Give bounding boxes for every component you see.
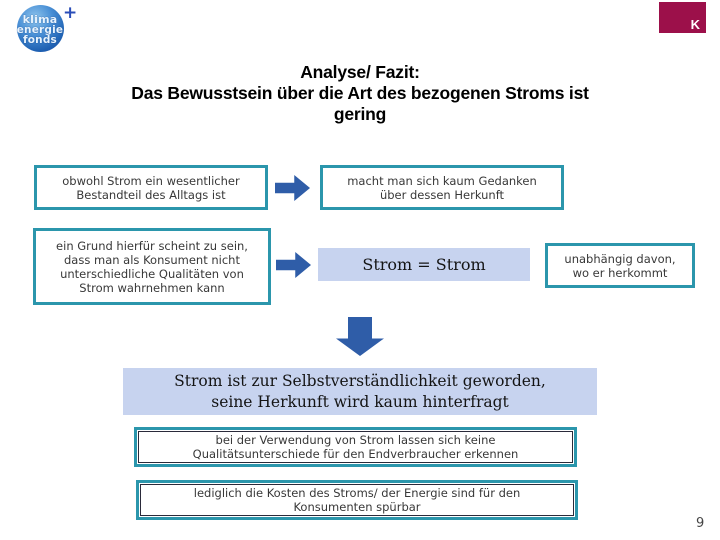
logo-circle-icon bbox=[17, 5, 64, 52]
plus-icon: + bbox=[63, 3, 78, 23]
page-number: 9 bbox=[696, 516, 705, 531]
logo-line-fonds: fonds bbox=[22, 34, 58, 46]
arrow-right-icon bbox=[275, 175, 310, 201]
detail-box-kosten: lediglich die Kosten des Stroms/ der Ene… bbox=[136, 480, 578, 520]
k-logo-badge: K bbox=[659, 2, 706, 33]
flow-box-alltag: obwohl Strom ein wesentlicher Bestandtei… bbox=[34, 165, 268, 210]
arrow-right-icon bbox=[276, 252, 311, 278]
title-line-3: gering bbox=[333, 104, 387, 124]
klimafonds-logo: klima energie fonds + bbox=[15, 3, 87, 73]
detail-box-verwendung: bei der Verwendung von Strom lassen sich… bbox=[134, 427, 577, 467]
flow-box-gedanken: macht man sich kaum Gedanken über dessen… bbox=[320, 165, 564, 210]
slide-title: Analyse/ Fazit: Das Bewusstsein über die… bbox=[0, 62, 720, 125]
arrow-down-icon bbox=[336, 317, 384, 356]
title-line-1: Analyse/ Fazit: bbox=[300, 62, 420, 82]
conclusion-box-selbstverstaendlichkeit: Strom ist zur Selbstverständlichkeit gew… bbox=[123, 368, 597, 415]
logo-line-energie: energie bbox=[16, 24, 64, 36]
flow-box-grund: ein Grund hierfür scheint zu sein, dass … bbox=[33, 228, 271, 305]
k-badge-letter: K bbox=[690, 17, 700, 32]
logo-line-klima: klima bbox=[22, 13, 58, 26]
flow-box-strom-gleich-strom: Strom = Strom bbox=[318, 248, 530, 281]
title-line-2: Das Bewusstsein über die Art des bezogen… bbox=[131, 83, 589, 103]
flow-box-unabhaengig: unabhängig davon, wo er herkommt bbox=[545, 243, 695, 288]
logo-wordmark: klima energie fonds bbox=[9, 13, 71, 46]
